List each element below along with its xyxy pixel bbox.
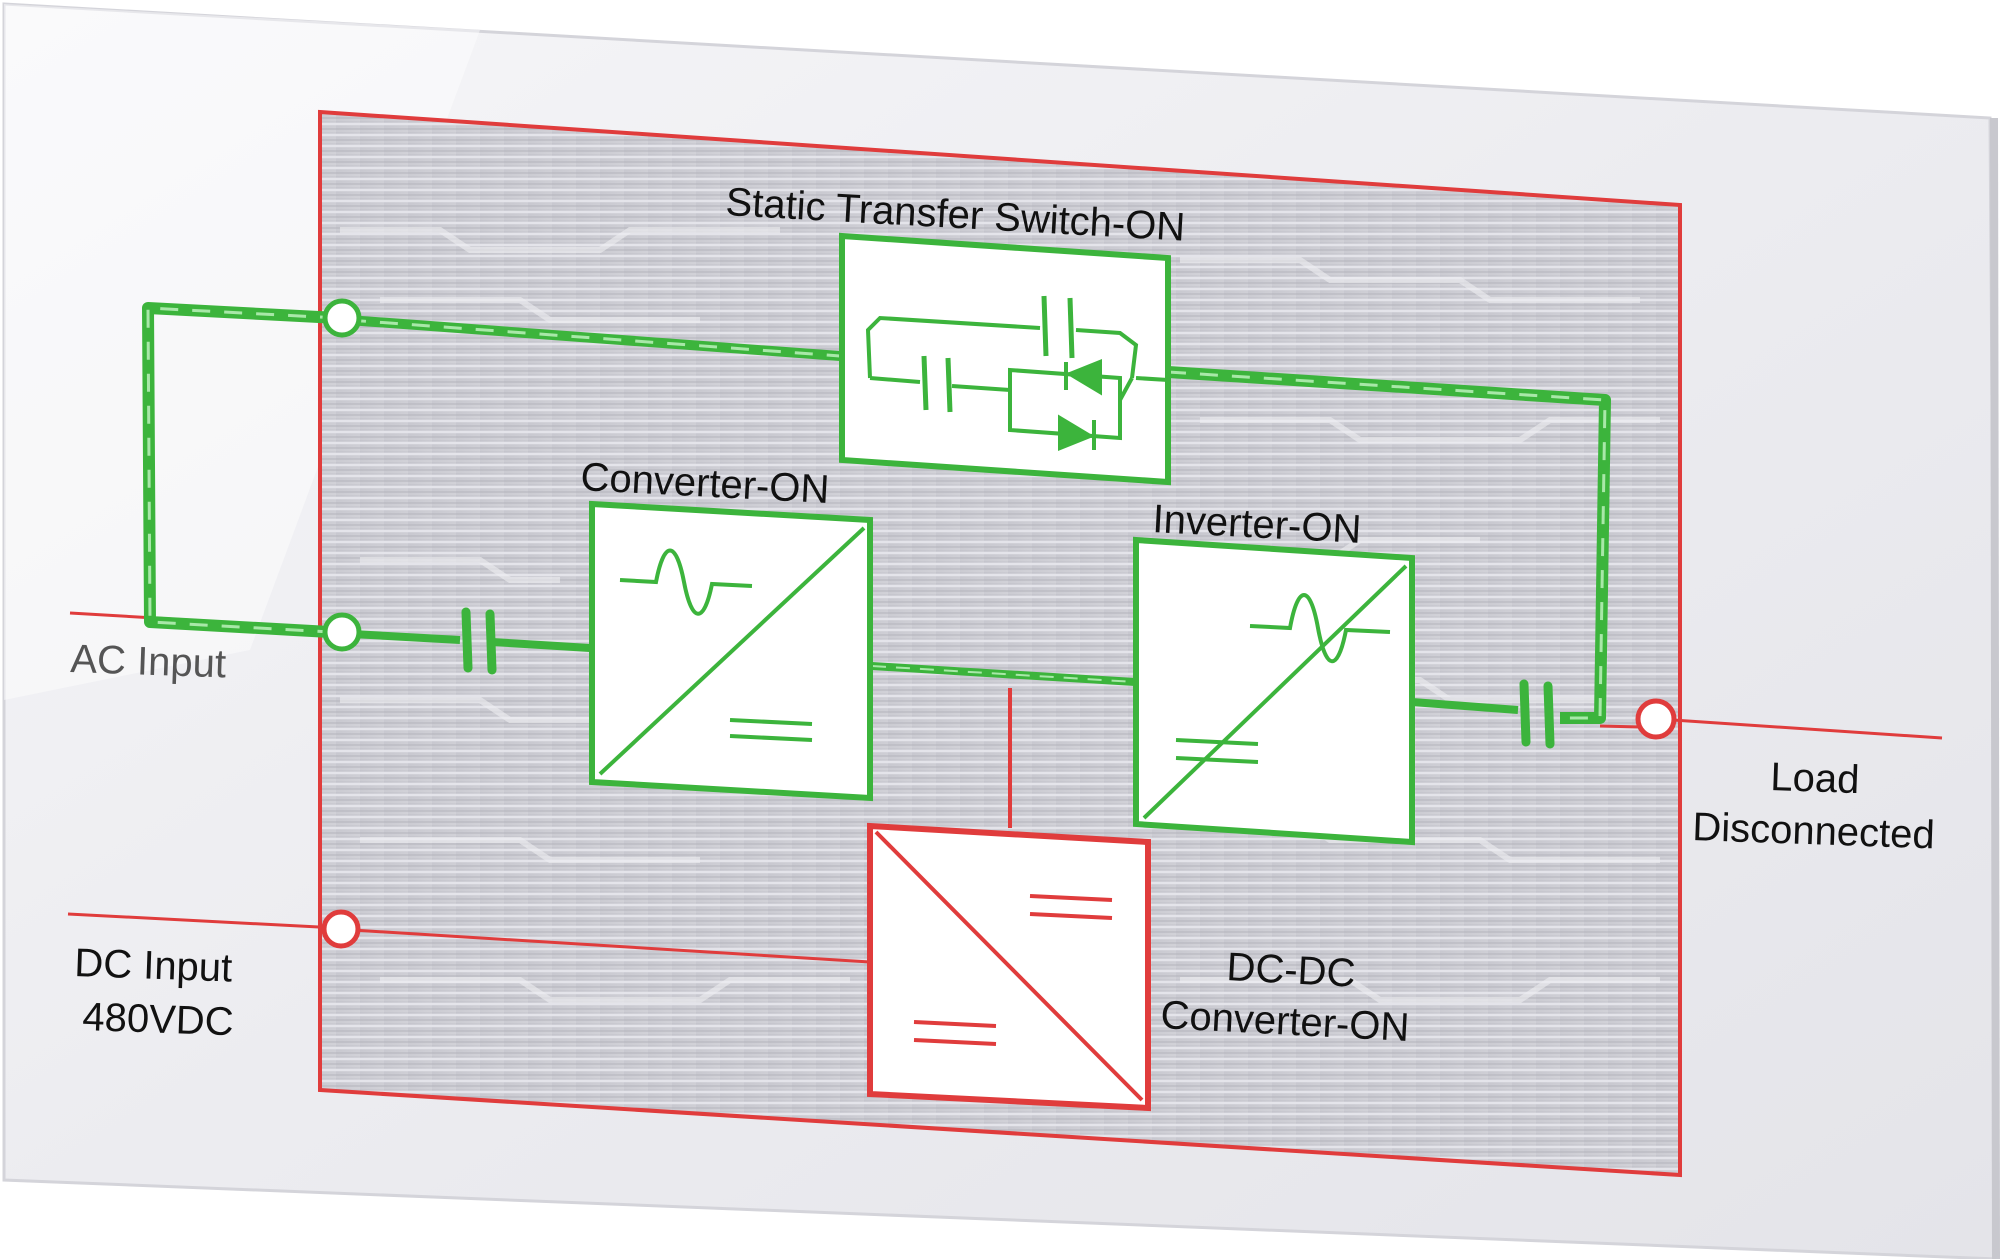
dc-input-terminal — [321, 909, 361, 949]
inverter-label: Inverter-ON — [1152, 497, 1363, 552]
ac-bypass-terminal — [322, 298, 362, 338]
dc-bus-path — [871, 662, 1136, 686]
load-label-line2: Disconnected — [1692, 805, 1936, 857]
dc-input-label-line2: 480VDC — [82, 995, 235, 1044]
load-label-line1: Load — [1770, 755, 1860, 802]
output-capacitor — [1519, 679, 1555, 749]
dcdc-label-line1: DC-DC — [1226, 945, 1357, 996]
static-transfer-switch-block — [839, 232, 1171, 486]
inverter-output-path — [1411, 698, 1519, 714]
converter-block — [589, 500, 873, 802]
bypass-path — [142, 302, 841, 638]
ac-input-terminal — [322, 612, 362, 652]
ac-input-path — [351, 630, 591, 652]
ac-input-capacitor — [461, 607, 497, 675]
dc-dc-converter-block — [867, 822, 1151, 1112]
dc-input-label-line1: DC Input — [74, 941, 233, 990]
dc-input-line — [67, 912, 871, 964]
ac-input-label: AC Input — [70, 637, 227, 686]
load-output-line — [1599, 718, 1943, 740]
sts-output-path — [1167, 366, 1611, 724]
load-terminal — [1635, 698, 1677, 740]
inverter-block — [1133, 536, 1415, 846]
